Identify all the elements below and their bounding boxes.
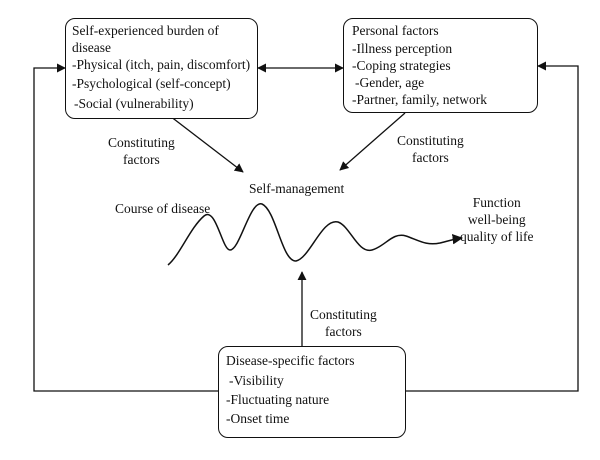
feedback-loop-left — [33, 63, 218, 392]
self-management-label: Self-management — [249, 181, 345, 196]
burden-item: -Psychological (self-concept) — [72, 76, 231, 91]
label-line: Constituting — [108, 135, 175, 150]
constituting-factors-bottom-label: Constituting factors — [310, 306, 377, 340]
arrow-burden-to-self-management — [169, 115, 244, 173]
course-of-disease-label: Course of disease — [115, 201, 211, 216]
label-line: Constituting — [397, 133, 464, 148]
disease-course-wave — [167, 203, 464, 266]
disease-item: -Onset time — [226, 411, 290, 426]
label-line: well-being — [467, 212, 526, 227]
personal-item: -Gender, age — [355, 75, 425, 90]
constituting-factors-right-label: Constituting factors — [397, 132, 464, 166]
burden-box-title-line1: Self-experienced burden of — [72, 23, 219, 38]
disease-box-title: Disease-specific factors — [226, 353, 355, 368]
feedback-loop-right — [406, 61, 579, 392]
burden-of-disease-box: Self-experienced burden of disease -Phys… — [65, 18, 258, 119]
outcome-label: Function well-being quality of life — [460, 194, 533, 245]
disease-item: -Visibility — [229, 373, 284, 388]
arrow-personal-to-self-management — [339, 112, 406, 171]
personal-item: -Coping strategies — [352, 58, 451, 73]
personal-box-title: Personal factors — [352, 23, 439, 38]
disease-specific-factors-box: Disease-specific factors -Visibility -Fl… — [218, 346, 406, 438]
label-line: factors — [412, 150, 449, 165]
label-line: factors — [325, 324, 362, 339]
constituting-factors-left-label: Constituting factors — [108, 134, 175, 168]
label-line: Function — [472, 195, 521, 210]
burden-item: -Social (vulnerability) — [74, 96, 194, 111]
label-line: factors — [123, 152, 160, 167]
personal-item: -Partner, family, network — [352, 92, 488, 107]
burden-box-title-line2: disease — [72, 40, 111, 55]
label-line: Constituting — [310, 307, 377, 322]
burden-item: -Physical (itch, pain, discomfort) — [72, 57, 251, 72]
personal-factors-box: Personal factors -Illness perception -Co… — [343, 18, 538, 113]
personal-item: -Illness perception — [352, 41, 453, 56]
disease-item: -Fluctuating nature — [226, 392, 330, 407]
label-line: quality of life — [460, 229, 534, 244]
